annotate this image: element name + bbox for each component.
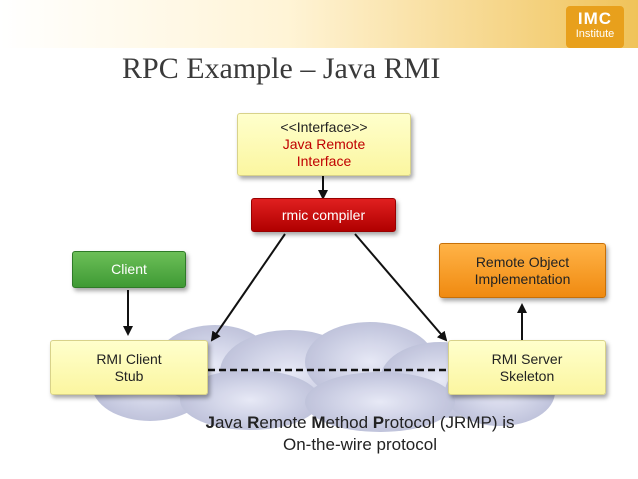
caption-fragment: R [247, 413, 260, 432]
caption-fragment: emote [259, 413, 312, 432]
compiler-to-skeleton-arrow [354, 233, 448, 342]
skeleton-line2: Skeleton [499, 367, 555, 384]
caption-fragment: ava [214, 413, 248, 432]
interface-name-line1: Java Remote [282, 136, 366, 152]
caption-line1: Java Remote Method Protocol (JRMP) is [150, 412, 570, 434]
imc-logo: IMC Institute [566, 6, 624, 48]
caption-line2: On-the-wire protocol [282, 435, 437, 454]
stub-line2: Stub [114, 367, 144, 384]
caption-fragment: M [311, 413, 326, 432]
caption-fragment: ethod [325, 413, 373, 432]
stub-line1: RMI Client [96, 350, 162, 367]
remote-object-line2: Implementation [474, 270, 571, 287]
logo-text-main: IMC [577, 9, 613, 28]
rmic-compiler-box: rmic compiler [251, 198, 396, 232]
interface-stereotype: <<Interface>> [280, 119, 368, 135]
remote-object-box: Remote Object Implementation [439, 243, 606, 298]
interface-name-line2: Interface [296, 153, 352, 169]
remote-object-line1: Remote Object [475, 253, 570, 270]
client-label: Client [111, 261, 147, 277]
caption-fragment: J [205, 413, 215, 432]
caption-fragment: rotocol (JRMP) is [384, 413, 515, 432]
compiler-label: rmic compiler [281, 206, 366, 223]
header-bar [0, 0, 638, 48]
client-box: Client [72, 251, 186, 288]
rmi-client-stub-box: RMI Client Stub [50, 340, 208, 395]
java-remote-interface-box: <<Interface>> Java Remote Interface [237, 113, 411, 176]
slide-title: RPC Example – Java RMI [122, 52, 441, 85]
skeleton-line1: RMI Server [491, 350, 563, 367]
logo-text-sub: Institute [575, 28, 615, 40]
jrmp-caption: Java Remote Method Protocol (JRMP) is On… [150, 412, 570, 456]
rmi-server-skeleton-box: RMI Server Skeleton [448, 340, 606, 395]
caption-fragment: P [372, 413, 385, 432]
compiler-to-stub-arrow [210, 233, 286, 342]
